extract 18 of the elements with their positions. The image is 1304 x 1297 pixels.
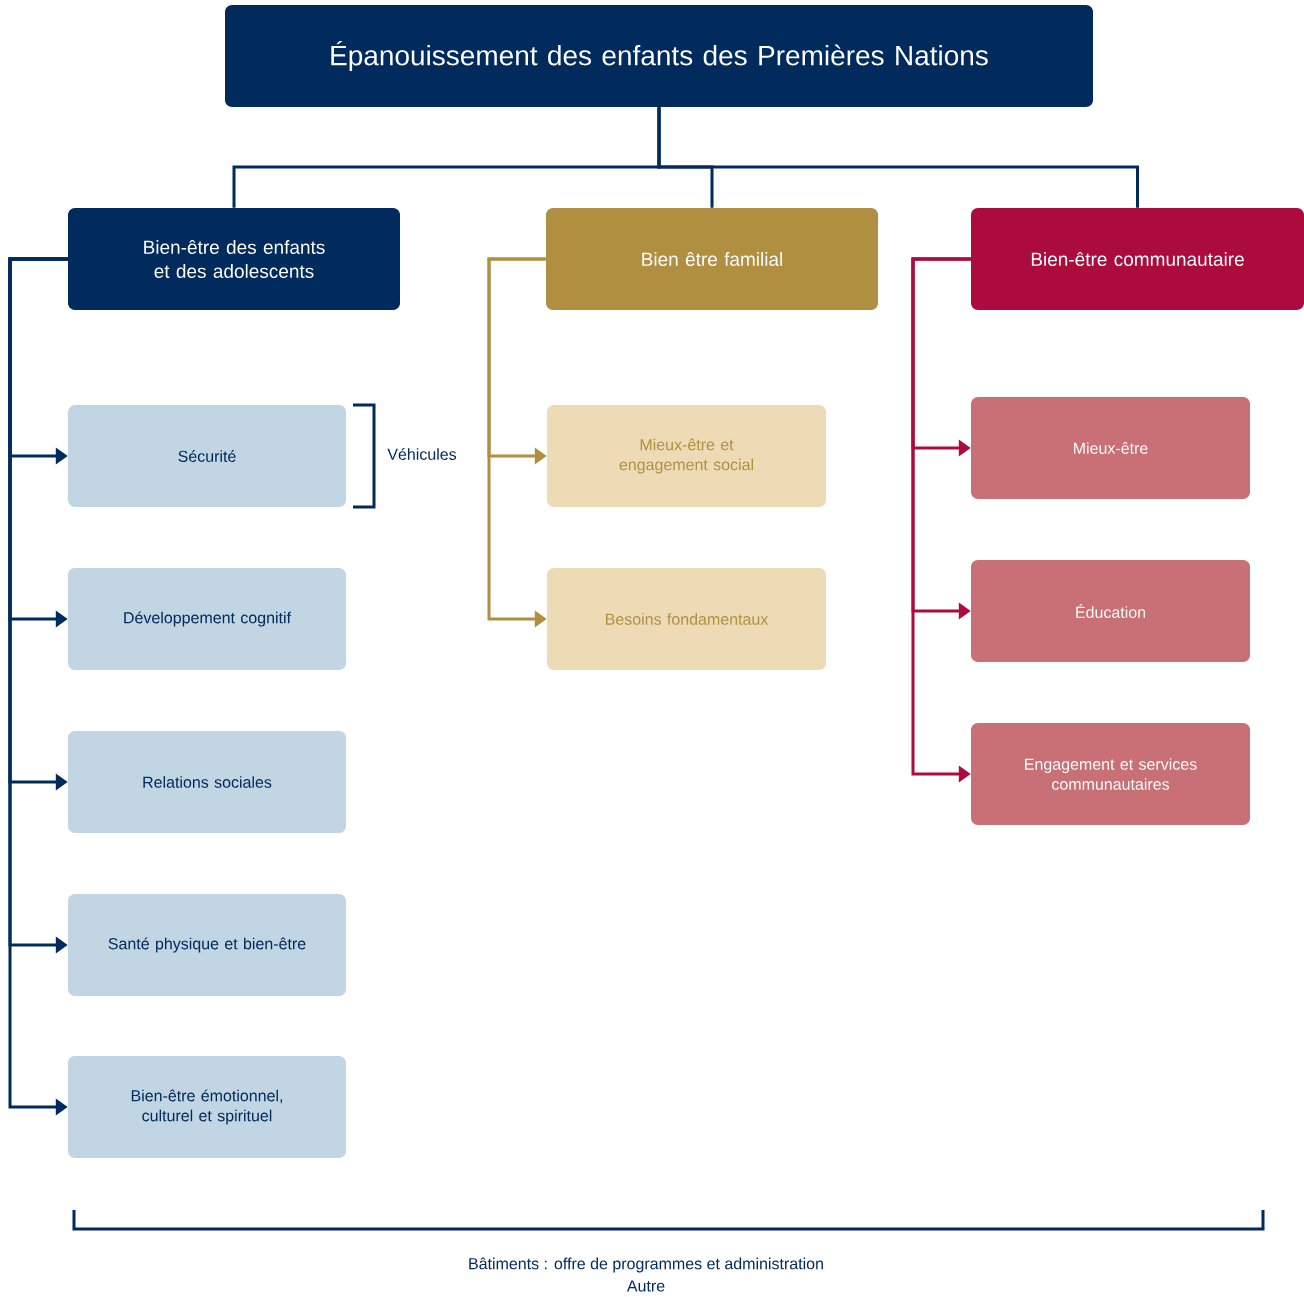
label-text: Véhicules (387, 448, 457, 460)
item-box: Besoins fondamentaux (547, 568, 826, 670)
item-box: Mieux-être (971, 397, 1250, 499)
connector (657, 107, 1139, 208)
item-box: Développement cognitif (68, 568, 346, 670)
category-box: Bien-être des enfants et des adolescents (68, 208, 400, 310)
item-box: Santé physique et bien-être (68, 894, 346, 996)
title-box: Épanouissement des enfants des Premières Nations (225, 5, 1093, 107)
item-box: Mieux-être et engagement social (547, 405, 826, 507)
category-box: Bien-être communautaire (971, 208, 1304, 310)
item-box: Éducation (971, 560, 1250, 662)
category-box: Bien être familial (546, 208, 878, 310)
item-box: Bien-être émotionnel, culturel et spirituel (68, 1056, 346, 1158)
label-text: Bâtiments : offre de programmes et administration (469, 1257, 823, 1273)
label-text: Autre (626, 1280, 665, 1292)
item-box: Relations sociales (68, 731, 346, 833)
item-box: Engagement et services communautaires (971, 723, 1250, 825)
item-box: Sécurité (68, 405, 346, 507)
